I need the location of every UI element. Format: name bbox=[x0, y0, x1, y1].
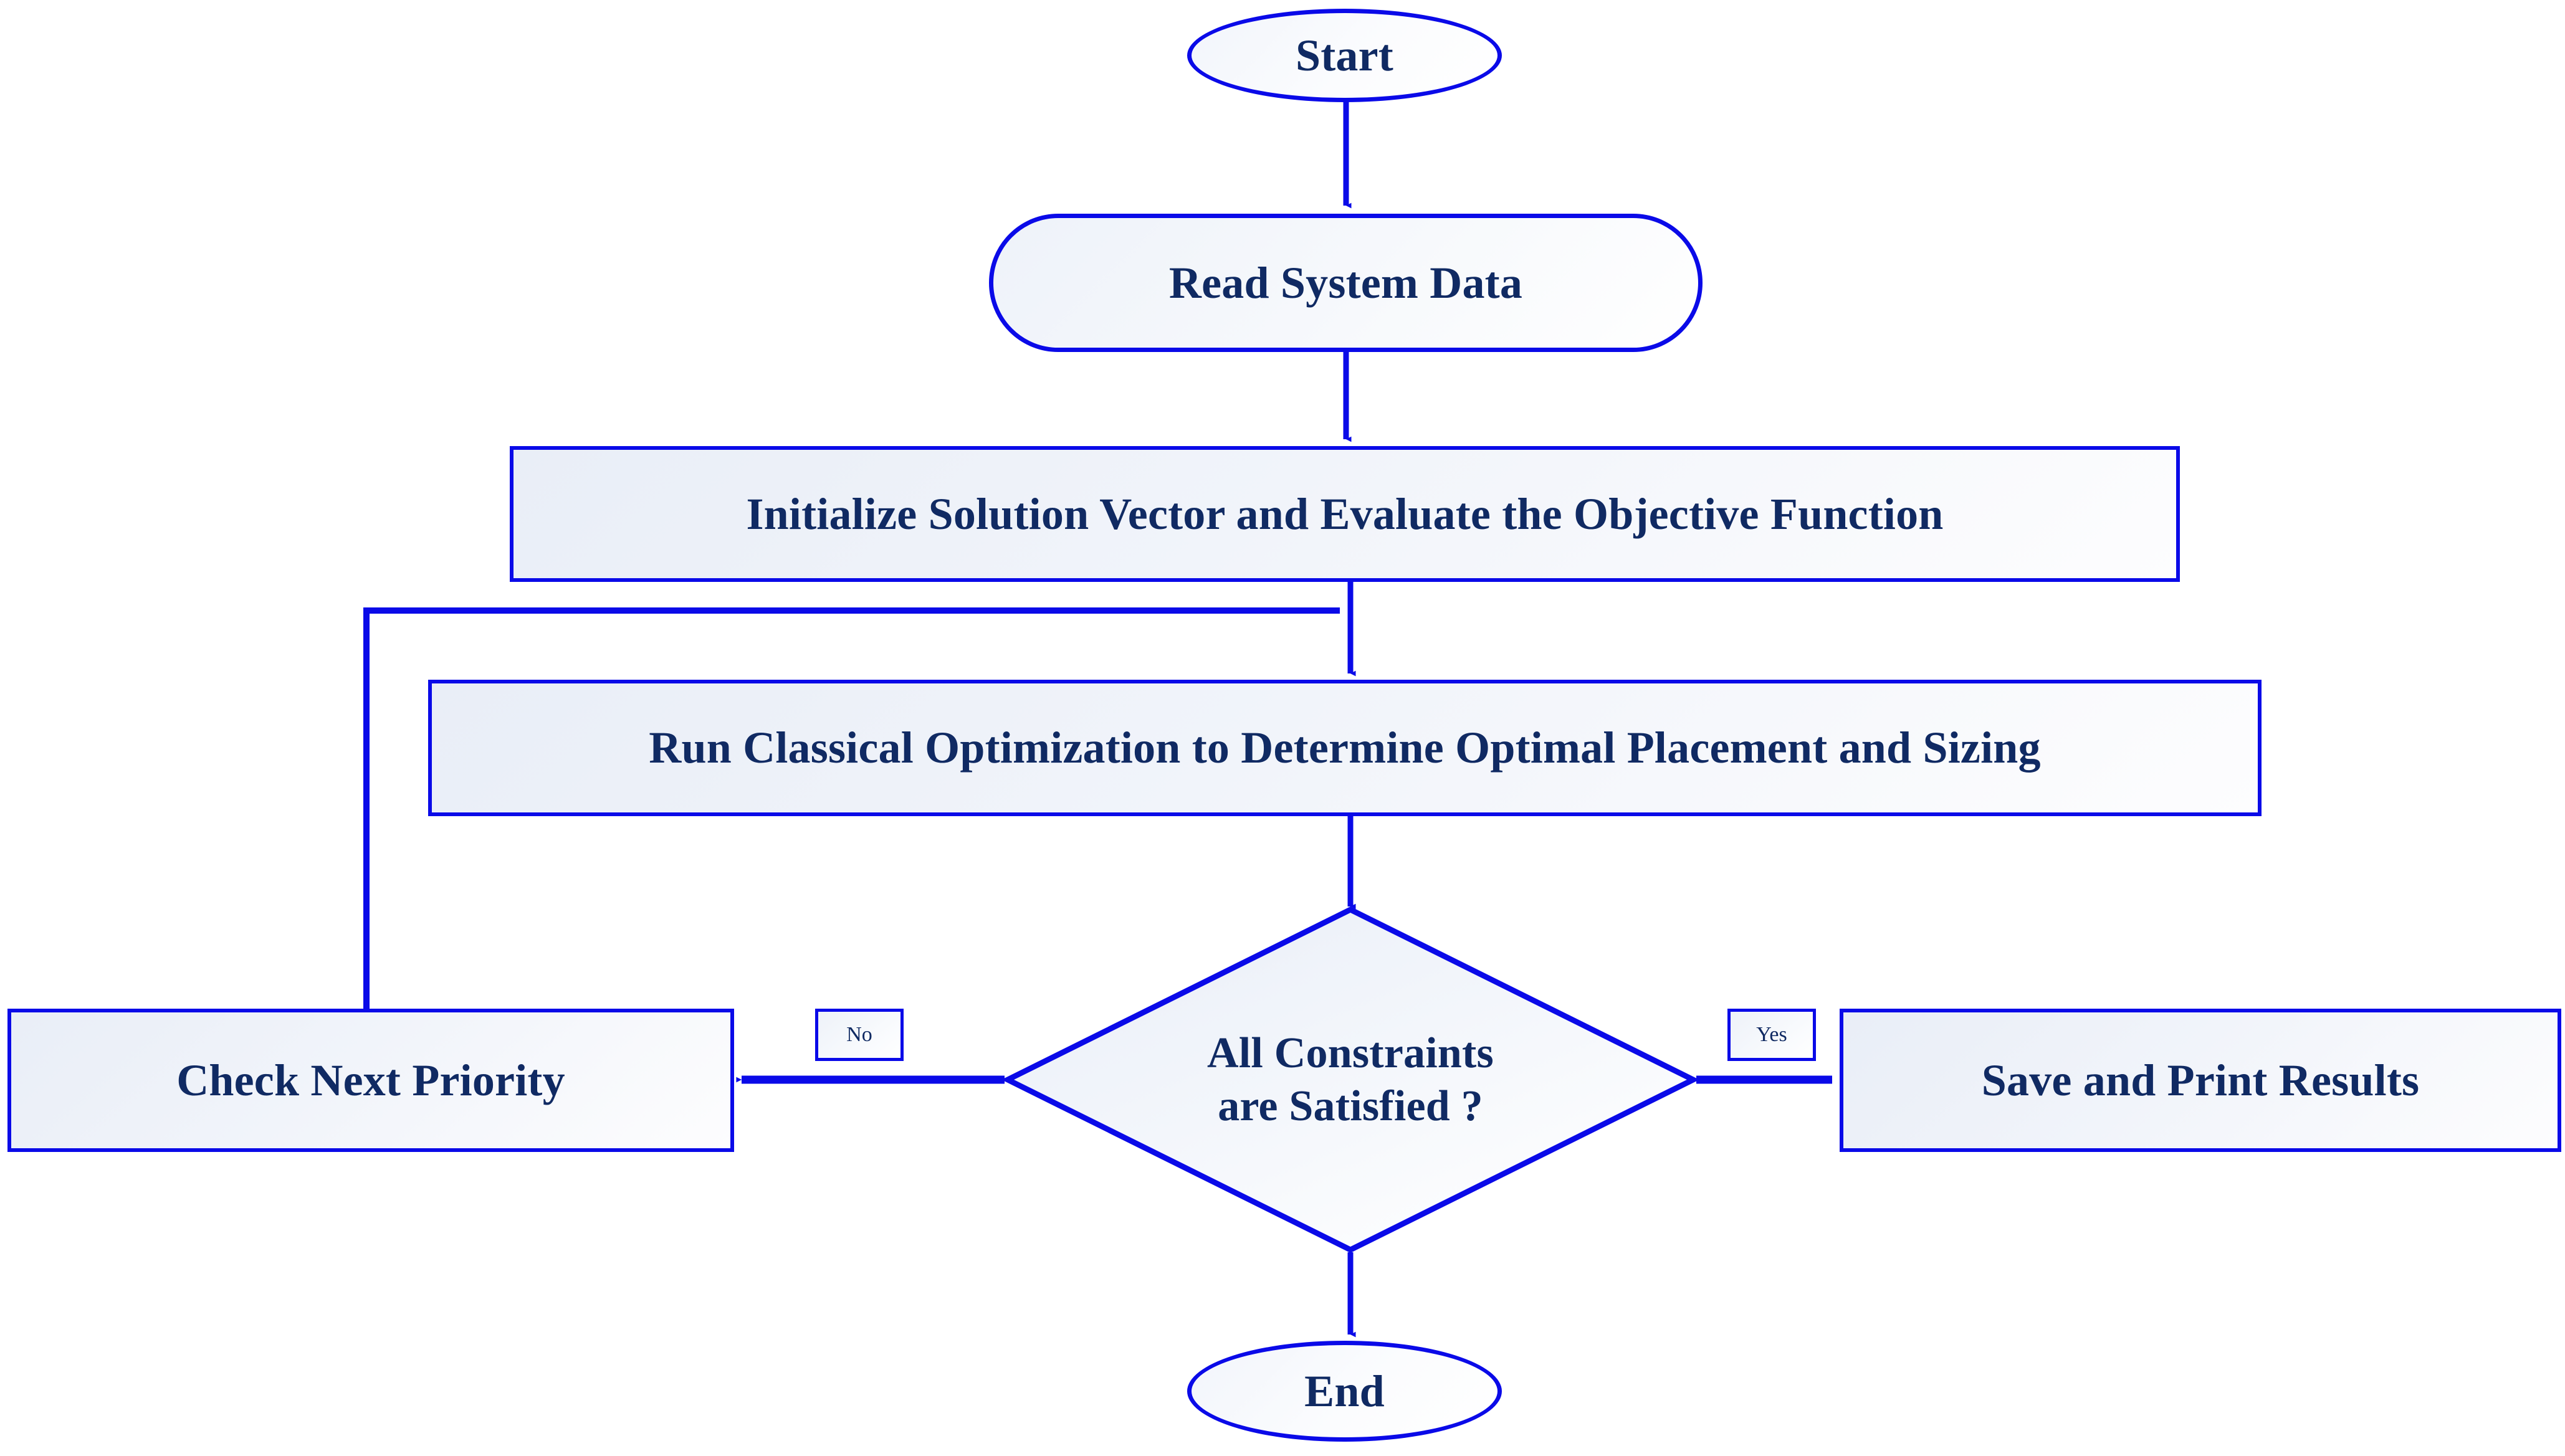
node-initialize-solution-vector[interactable]: Initialize Solution Vector and Evaluate … bbox=[510, 446, 2180, 582]
node-start-label: Start bbox=[1296, 30, 1393, 80]
edge-label-no-text: No bbox=[846, 1023, 872, 1046]
node-save-and-print-results[interactable]: Save and Print Results bbox=[1840, 1009, 2561, 1152]
node-check-next-priority-label: Check Next Priority bbox=[176, 1055, 565, 1105]
node-check-next-priority[interactable]: Check Next Priority bbox=[7, 1009, 734, 1152]
node-end[interactable]: End bbox=[1187, 1341, 1502, 1442]
edge-label-yes-text: Yes bbox=[1756, 1023, 1787, 1046]
node-read-system-data[interactable]: Read System Data bbox=[989, 214, 1703, 352]
node-read-system-data-label: Read System Data bbox=[1168, 257, 1523, 308]
node-save-and-print-results-label: Save and Print Results bbox=[1981, 1055, 2420, 1105]
edge-label-no: No bbox=[815, 1009, 904, 1061]
node-decision-all-constraints-satisfied[interactable]: All Constraints are Satisfied ? bbox=[1005, 906, 1696, 1253]
node-run-classical-optimization-label: Run Classical Optimization to Determine … bbox=[649, 723, 2041, 773]
node-end-label: End bbox=[1304, 1366, 1385, 1416]
diamond-shape bbox=[1005, 906, 1696, 1253]
node-start[interactable]: Start bbox=[1187, 9, 1502, 102]
node-decision-label: All Constraints are Satisfied ? bbox=[1207, 1029, 1494, 1130]
node-initialize-solution-vector-label: Initialize Solution Vector and Evaluate … bbox=[746, 488, 1944, 539]
edge-priority-feedback-loop bbox=[363, 607, 1340, 1009]
node-run-classical-optimization[interactable]: Run Classical Optimization to Determine … bbox=[428, 680, 2262, 816]
edge-label-yes: Yes bbox=[1727, 1009, 1816, 1061]
